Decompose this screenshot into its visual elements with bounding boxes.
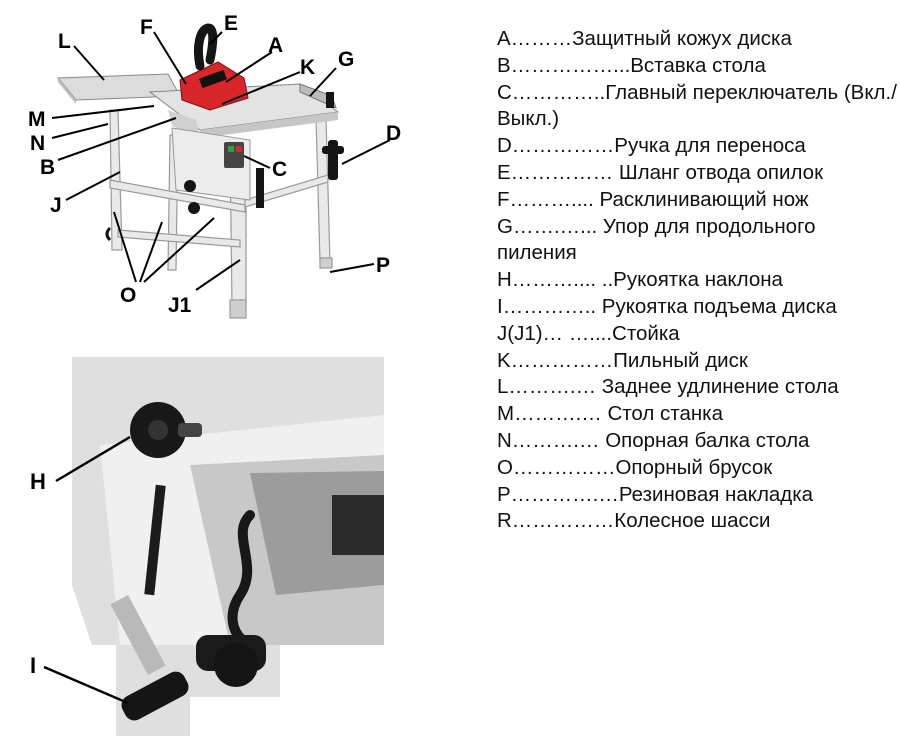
elevation-handle <box>110 594 266 721</box>
legend-item-A: A………Защитный кожух диска <box>497 27 792 50</box>
handles-photo: H I <box>30 357 384 736</box>
label-D: D <box>386 122 401 145</box>
legend-item-P: P………….…Резиновая накладка <box>497 482 814 506</box>
legend-item-M: M……….… Стол станка <box>497 402 723 426</box>
label-F: F <box>140 16 153 39</box>
legend-item-K: K……………Пильный диск <box>497 348 748 372</box>
label-H: H <box>30 469 46 494</box>
legend-item-H: H……….... ..Рукоятка наклона <box>497 268 783 292</box>
legend-item-E: E…………… Шланг отвода опилок <box>497 160 824 184</box>
label-J: J <box>50 194 62 217</box>
legend-item-R: R……………Колесное шасси <box>497 509 771 533</box>
legend-item-G: G…….…... Упор для продольного пиления <box>497 214 822 265</box>
label-P: P <box>376 254 390 277</box>
legend-item-D: D……………Ручка для переноса <box>497 134 806 158</box>
legend-item-F: F……….... Расклинивающий нож <box>497 187 809 211</box>
legend-item-C: C…………..Главный переключатель (Вкл./Выкл.… <box>497 80 897 131</box>
callout-lines <box>51 31 391 291</box>
legend-item-I: I………….. Рукоятка подъема диска <box>497 294 837 318</box>
tilt-handwheel <box>130 402 202 458</box>
legend-item-B: B……………...Вставка стола <box>497 53 766 77</box>
rear-extension <box>56 73 181 104</box>
label-O: O <box>120 284 136 307</box>
legend-item-N: N……….… Опорная балка стола <box>497 428 810 452</box>
label-B: B <box>40 156 55 179</box>
photo-callout-lines <box>43 435 131 705</box>
label-N: N <box>30 132 45 155</box>
label-I: I <box>30 653 36 678</box>
table-saw-diagram: L F E A K G M N B J C D O J1 P <box>28 12 401 319</box>
label-L: L <box>58 30 71 53</box>
photo-label-group: H I <box>30 469 46 678</box>
diagram-label-group: L F E A K G M N B J C D O J1 P <box>28 12 401 317</box>
power-cable <box>227 510 255 650</box>
legend-item-J: J(J1)… …....Стойка <box>497 321 680 345</box>
legend-item-O: O……………Опорный брусок <box>497 455 773 479</box>
label-M: M <box>28 108 46 131</box>
label-C: C <box>272 158 287 181</box>
blade-guard <box>179 23 249 111</box>
label-A: A <box>268 34 283 57</box>
parts-legend: A………Защитный кожух диска B……………...Вставк… <box>497 26 897 535</box>
label-J1: J1 <box>168 294 192 317</box>
label-G: G <box>338 48 354 71</box>
motor-housing <box>171 127 251 214</box>
label-K: K <box>300 56 315 79</box>
label-E: E <box>224 12 238 35</box>
legend-item-L: L……….… Заднее удлинение стола <box>497 375 839 399</box>
carry-handle <box>322 140 344 180</box>
